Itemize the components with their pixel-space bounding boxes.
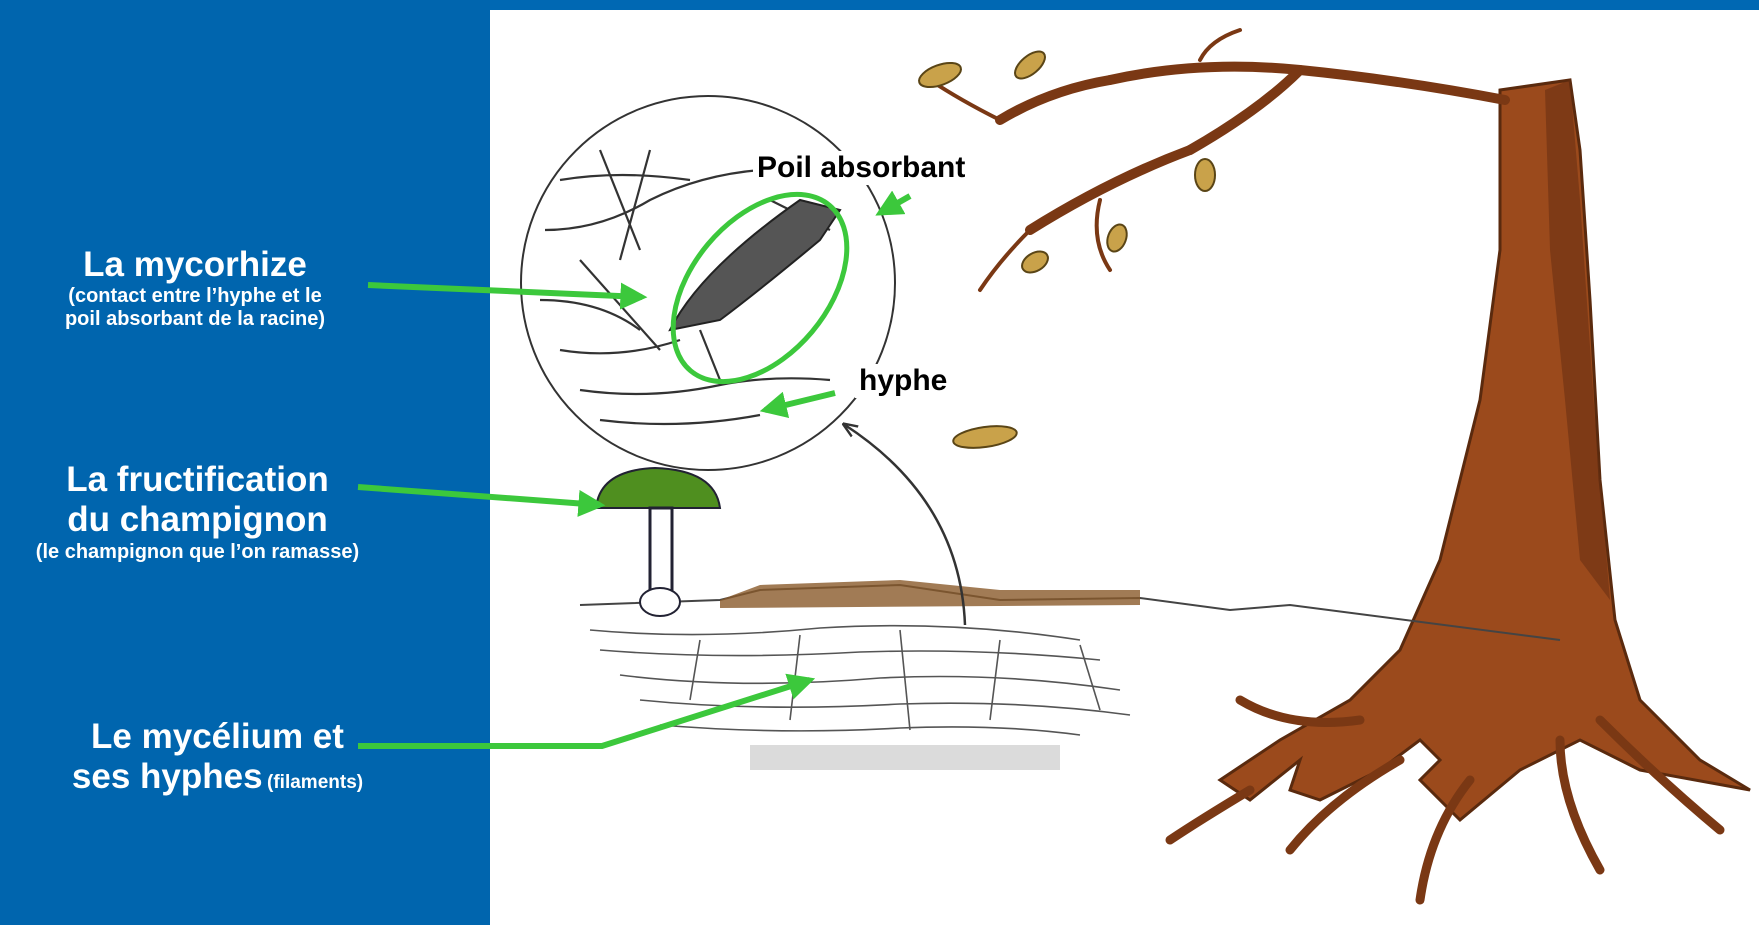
mycorhize-subtitle-2: poil absorbant de la racine): [0, 308, 390, 331]
mushroom-cap: [596, 468, 720, 508]
hyphe-label: hyphe: [855, 364, 951, 398]
arrow-poil-absorbant: [880, 196, 910, 213]
mushroom-base: [640, 588, 680, 616]
fructification-title-1: La fructification: [0, 460, 395, 500]
leaves: [916, 47, 1215, 452]
tree-branches: [1000, 67, 1505, 230]
tree-trunk: [1220, 80, 1750, 820]
mycelium-network: [590, 626, 1130, 735]
mycelium-label: Le mycélium et ses hyphes (filaments): [0, 717, 435, 798]
mycorhize-subtitle-1: (contact entre l’hyphe et le: [0, 285, 390, 308]
mycelium-title-2: ses hyphes: [72, 757, 263, 796]
mushroom: [596, 468, 720, 616]
mycelium-title-1: Le mycélium et: [0, 717, 435, 757]
hidden-word: [750, 745, 1060, 770]
mycorhize-label: La mycorhize (contact entre l’hyphe et l…: [0, 245, 390, 331]
poil-absorbant-label: Poil absorbant: [753, 151, 969, 185]
fructification-subtitle: (le champignon que l’on ramasse): [0, 541, 395, 564]
fructification-label: La fructification du champignon (le cham…: [0, 460, 395, 564]
fructification-title-2: du champignon: [0, 500, 395, 540]
mycorhize-title: La mycorhize: [0, 245, 390, 285]
mycelium-note: (filaments): [267, 772, 363, 793]
